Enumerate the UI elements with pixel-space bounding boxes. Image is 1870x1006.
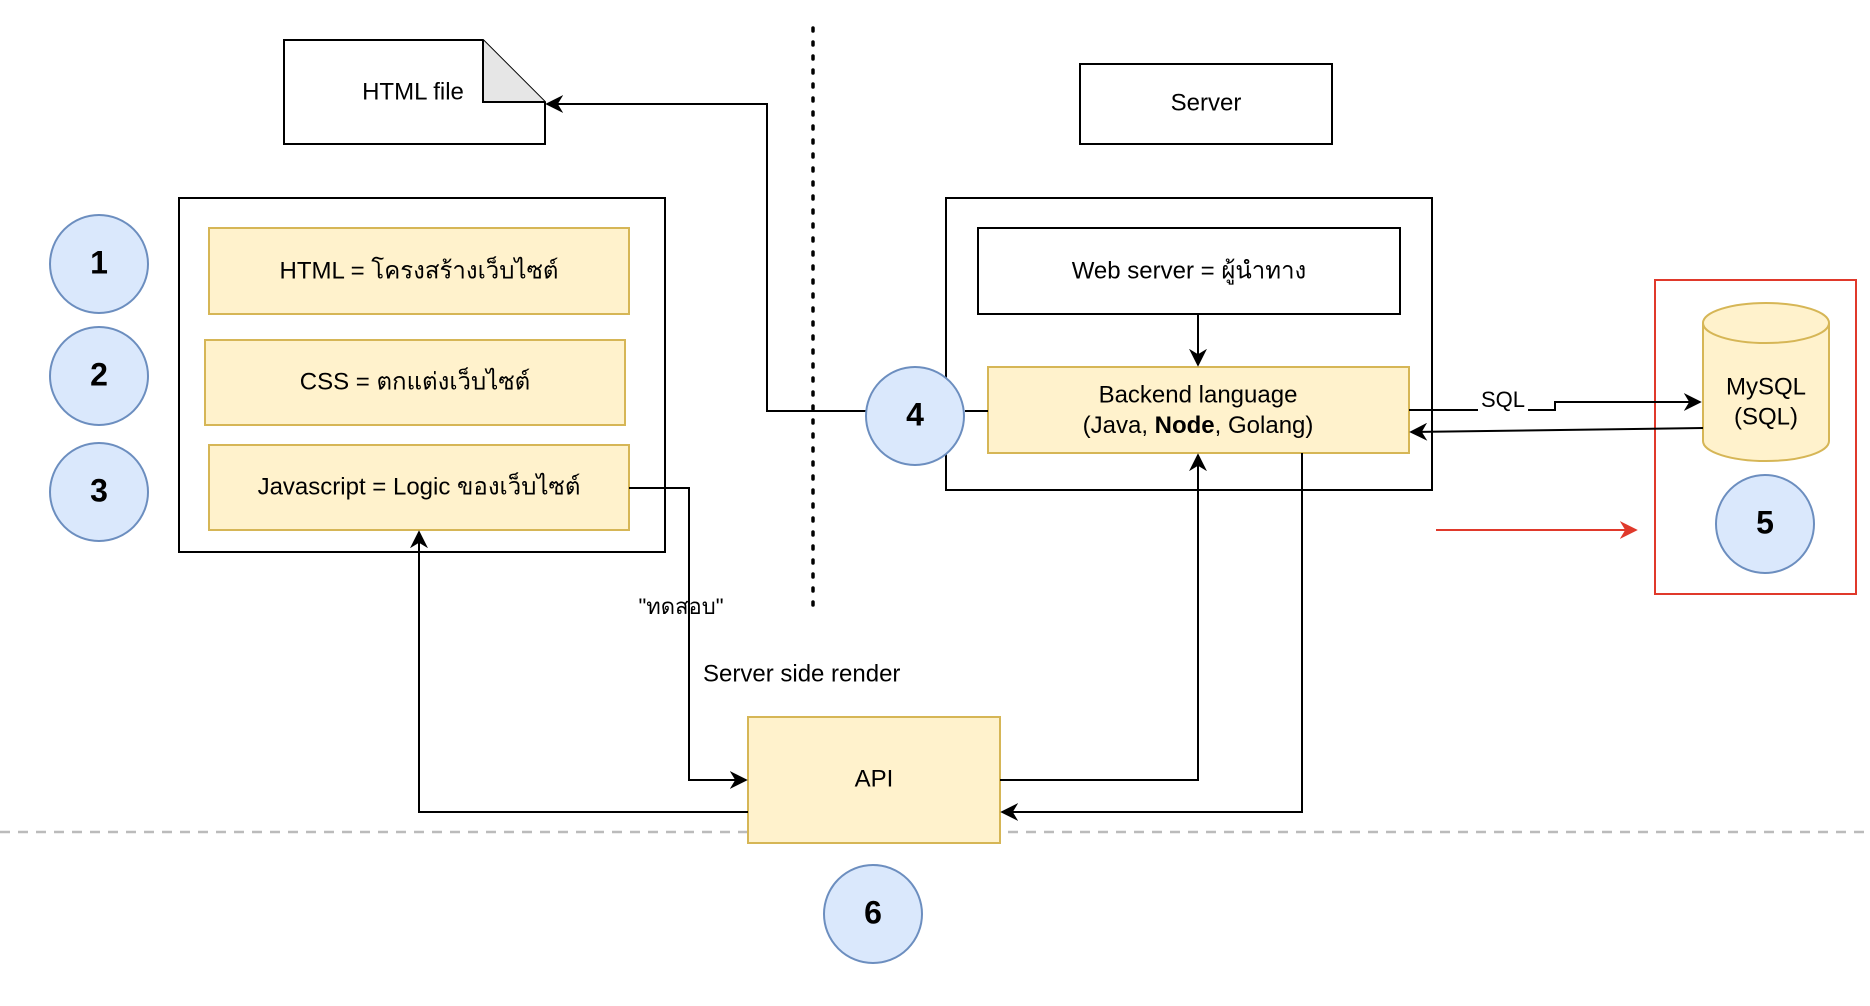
database-highlight-frame xyxy=(1654,279,1857,595)
js-definition-box[interactable]: Javascript = Logic ของเว็บไซต์ xyxy=(208,444,630,531)
backend-label-line1: Backend language xyxy=(1099,381,1298,408)
server-title-box[interactable]: Server xyxy=(1079,63,1333,145)
sql-label: SQL xyxy=(1481,387,1525,412)
html-definition-box[interactable]: HTML = โครงสร้างเว็บไซต์ xyxy=(208,227,630,315)
badge-3-label: 3 xyxy=(90,472,108,508)
js-definition-label: Javascript = Logic ของเว็บไซต์ xyxy=(258,471,581,500)
badge-2-label: 2 xyxy=(90,356,108,392)
css-definition-label: CSS = ตกแต่งเว็บไซต์ xyxy=(300,366,530,395)
sql-label-bg xyxy=(1478,388,1528,414)
html-definition-label: HTML = โครงสร้างเว็บไซต์ xyxy=(280,255,559,284)
web-server-label: Web server = ผู้นำทาง xyxy=(1072,257,1307,285)
backend-language-box[interactable]: Backend language (Java, Node, Golang) xyxy=(987,366,1410,454)
mysql-label-line2: (SQL) xyxy=(1734,403,1798,430)
connector-js-to-api xyxy=(629,487,748,789)
html-file-node[interactable]: HTML file xyxy=(283,39,546,145)
badge-4-label: 4 xyxy=(906,396,924,432)
badge-5-label: 5 xyxy=(1756,504,1774,540)
server-side-render-label: Server side render xyxy=(703,660,900,687)
css-definition-box[interactable]: CSS = ตกแต่งเว็บไซต์ xyxy=(204,339,626,426)
connector-api-to-js xyxy=(410,530,748,813)
badge-4: 4 xyxy=(865,366,965,466)
server-title: Server xyxy=(1171,89,1242,116)
connector-backend-to-html-file xyxy=(545,95,866,412)
mysql-database-node[interactable]: MySQL (SQL) xyxy=(1702,302,1830,462)
badge-2: 2 xyxy=(49,326,149,426)
badge-1: 1 xyxy=(49,214,149,314)
test-label: "ทดสอบ" xyxy=(638,594,723,619)
badge-5: 5 xyxy=(1715,474,1815,574)
html-file-label: HTML file xyxy=(362,78,464,105)
api-label: API xyxy=(855,765,894,792)
connector-backend-to-mysql xyxy=(1409,393,1702,411)
badge-1-label: 1 xyxy=(90,244,108,280)
badge-6-label: 6 xyxy=(864,894,882,930)
connector-backend-to-api xyxy=(1000,453,1303,821)
connector-mysql-to-backend xyxy=(1409,422,1704,441)
connector-api-to-backend xyxy=(1000,453,1207,781)
api-box[interactable]: API xyxy=(747,716,1001,844)
backend-label-line2: (Java, Node, Golang) xyxy=(1083,412,1314,439)
badge-6: 6 xyxy=(823,864,923,964)
web-server-box[interactable]: Web server = ผู้นำทาง xyxy=(977,227,1401,315)
mysql-label-line1: MySQL xyxy=(1726,373,1806,400)
badge-3: 3 xyxy=(49,442,149,542)
